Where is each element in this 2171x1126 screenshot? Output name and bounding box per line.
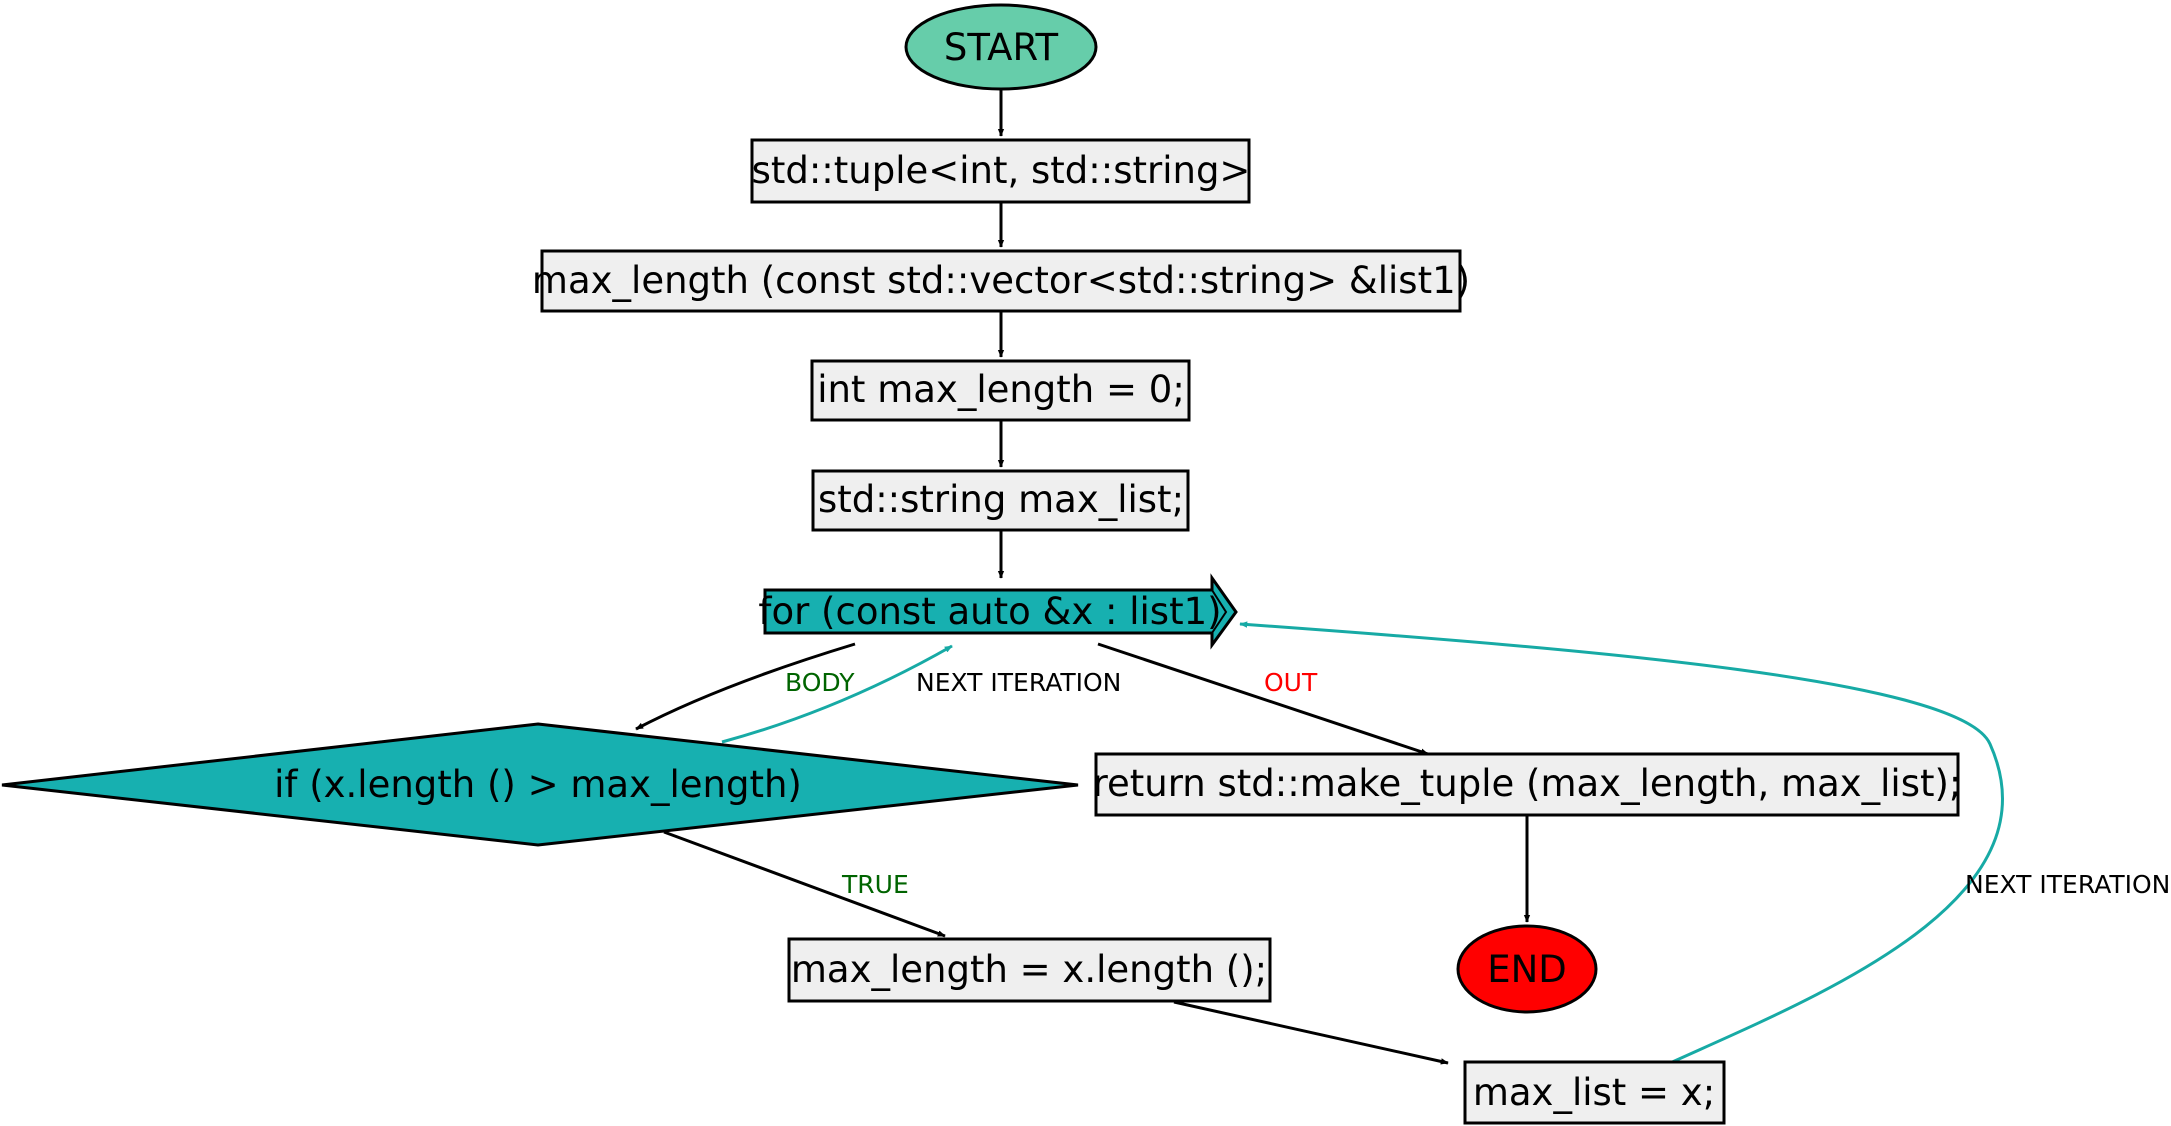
edge-label-true: TRUE — [841, 870, 909, 899]
edge-label-out: OUT — [1264, 668, 1318, 697]
if-cond-label: if (x.length () > max_length) — [274, 763, 802, 806]
assign-list-box — [1463, 1060, 1726, 1125]
for-loop-shape-inner — [1211, 589, 1228, 634]
assign-list-label: max_list = x; — [1473, 1071, 1715, 1114]
return-box — [1094, 752, 1960, 817]
edge-for-out-to-return — [1097, 642, 1429, 756]
edge-if-next-iteration-to-for — [721, 644, 953, 744]
edges — [635, 90, 2004, 1065]
for-loop-label: for (const auto &x : list1) — [758, 590, 1221, 633]
tuple-type-box — [750, 138, 1251, 204]
tuple-type-label: std::tuple<int, std::string> — [752, 149, 1251, 192]
edge-label-body: BODY — [785, 668, 855, 697]
node-start: START — [904, 3, 1098, 91]
func-sig-box — [540, 249, 1462, 313]
start-label: START — [944, 26, 1059, 69]
edge-if-true-to-assign-length — [663, 830, 946, 938]
return-label: return std::make_tuple (max_length, max_… — [1093, 762, 1962, 805]
node-init-max-length: int max_length = 0; — [810, 359, 1191, 422]
edge-label-next-iteration-list: NEXT ITERATION — [1965, 870, 2170, 899]
node-tuple-type: std::tuple<int, std::string> — [750, 138, 1251, 204]
start-ellipse — [904, 3, 1098, 91]
edge-assign-list-next-iteration-to-for — [1239, 621, 2004, 1065]
node-if-cond: if (x.length () > max_length) — [1, 722, 1079, 847]
node-return: return std::make_tuple (max_length, max_… — [1093, 752, 1962, 817]
end-ellipse — [1456, 924, 1598, 1014]
node-end: END — [1456, 924, 1598, 1014]
node-assign-length: max_length = x.length (); — [787, 937, 1272, 1003]
edge-for-body-to-if — [635, 642, 856, 731]
edge-label-next-iteration-if: NEXT ITERATION — [916, 668, 1121, 697]
edge-assign-length-to-assign-list — [1173, 1000, 1449, 1065]
assign-length-box — [787, 937, 1272, 1003]
edge-labels: BODY NEXT ITERATION OUT TRUE NEXT ITERAT… — [785, 668, 2170, 899]
decl-max-list-box — [811, 469, 1190, 532]
decl-max-list-label: std::string max_list; — [818, 478, 1184, 521]
for-loop-shape — [763, 573, 1238, 650]
node-assign-list: max_list = x; — [1463, 1060, 1726, 1125]
node-func-sig: max_length (const std::vector<std::strin… — [532, 249, 1470, 313]
init-max-length-box — [810, 359, 1191, 422]
assign-length-label: max_length = x.length (); — [791, 948, 1267, 991]
end-label: END — [1487, 948, 1567, 991]
if-cond-diamond — [1, 722, 1079, 847]
node-for-loop: for (const auto &x : list1) — [758, 573, 1238, 650]
func-sig-label: max_length (const std::vector<std::strin… — [532, 259, 1470, 302]
init-max-length-label: int max_length = 0; — [817, 368, 1185, 411]
node-decl-max-list: std::string max_list; — [811, 469, 1190, 532]
